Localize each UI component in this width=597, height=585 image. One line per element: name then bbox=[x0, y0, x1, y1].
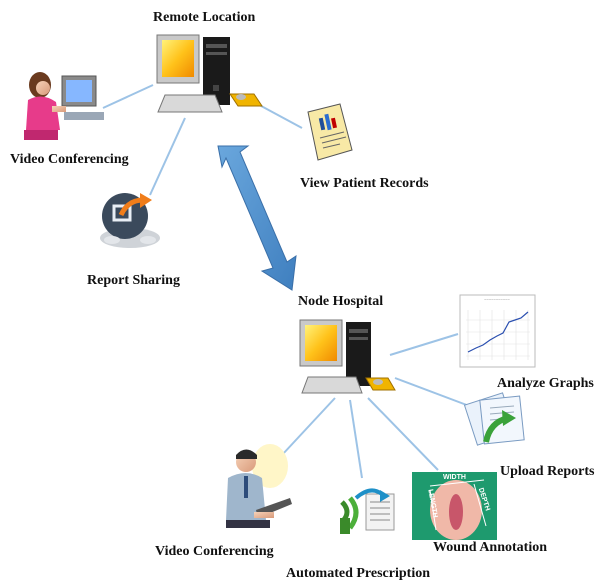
upload-reports-icon bbox=[463, 392, 525, 446]
video-conference-woman-icon bbox=[24, 72, 104, 140]
analyze-graphs-label: Analyze Graphs bbox=[497, 376, 594, 391]
report-sharing-icon bbox=[100, 193, 160, 248]
bidirectional-link-arrow bbox=[217, 145, 297, 291]
wound-width-label: WIDTH bbox=[443, 474, 466, 481]
automated-prescription-label: Automated Prescription bbox=[286, 566, 430, 581]
graph-chart-icon: ~~~~~~~~~~~ bbox=[459, 294, 536, 368]
remote-location-title: Remote Location bbox=[153, 10, 256, 25]
video-conference-man-icon bbox=[226, 444, 292, 528]
report-sharing-label: Report Sharing bbox=[87, 273, 180, 288]
node-hospital-title: Node Hospital bbox=[298, 294, 384, 309]
upload-reports-label: Upload Reports bbox=[500, 464, 595, 479]
remote-computer-icon bbox=[156, 34, 263, 113]
prescription-icon bbox=[340, 488, 395, 534]
view-patient-records-label: View Patient Records bbox=[300, 176, 429, 191]
svg-text:~~~~~~~~~~~: ~~~~~~~~~~~ bbox=[484, 297, 510, 302]
wound-annotation-label: Wound Annotation bbox=[433, 540, 547, 555]
remote-video-conferencing-label: Video Conferencing bbox=[10, 152, 129, 167]
node-computer-icon bbox=[299, 319, 396, 394]
wound-annotation-icon bbox=[412, 472, 497, 540]
node-video-conferencing-label: Video Conferencing bbox=[155, 544, 274, 559]
patient-records-icon bbox=[307, 103, 353, 161]
